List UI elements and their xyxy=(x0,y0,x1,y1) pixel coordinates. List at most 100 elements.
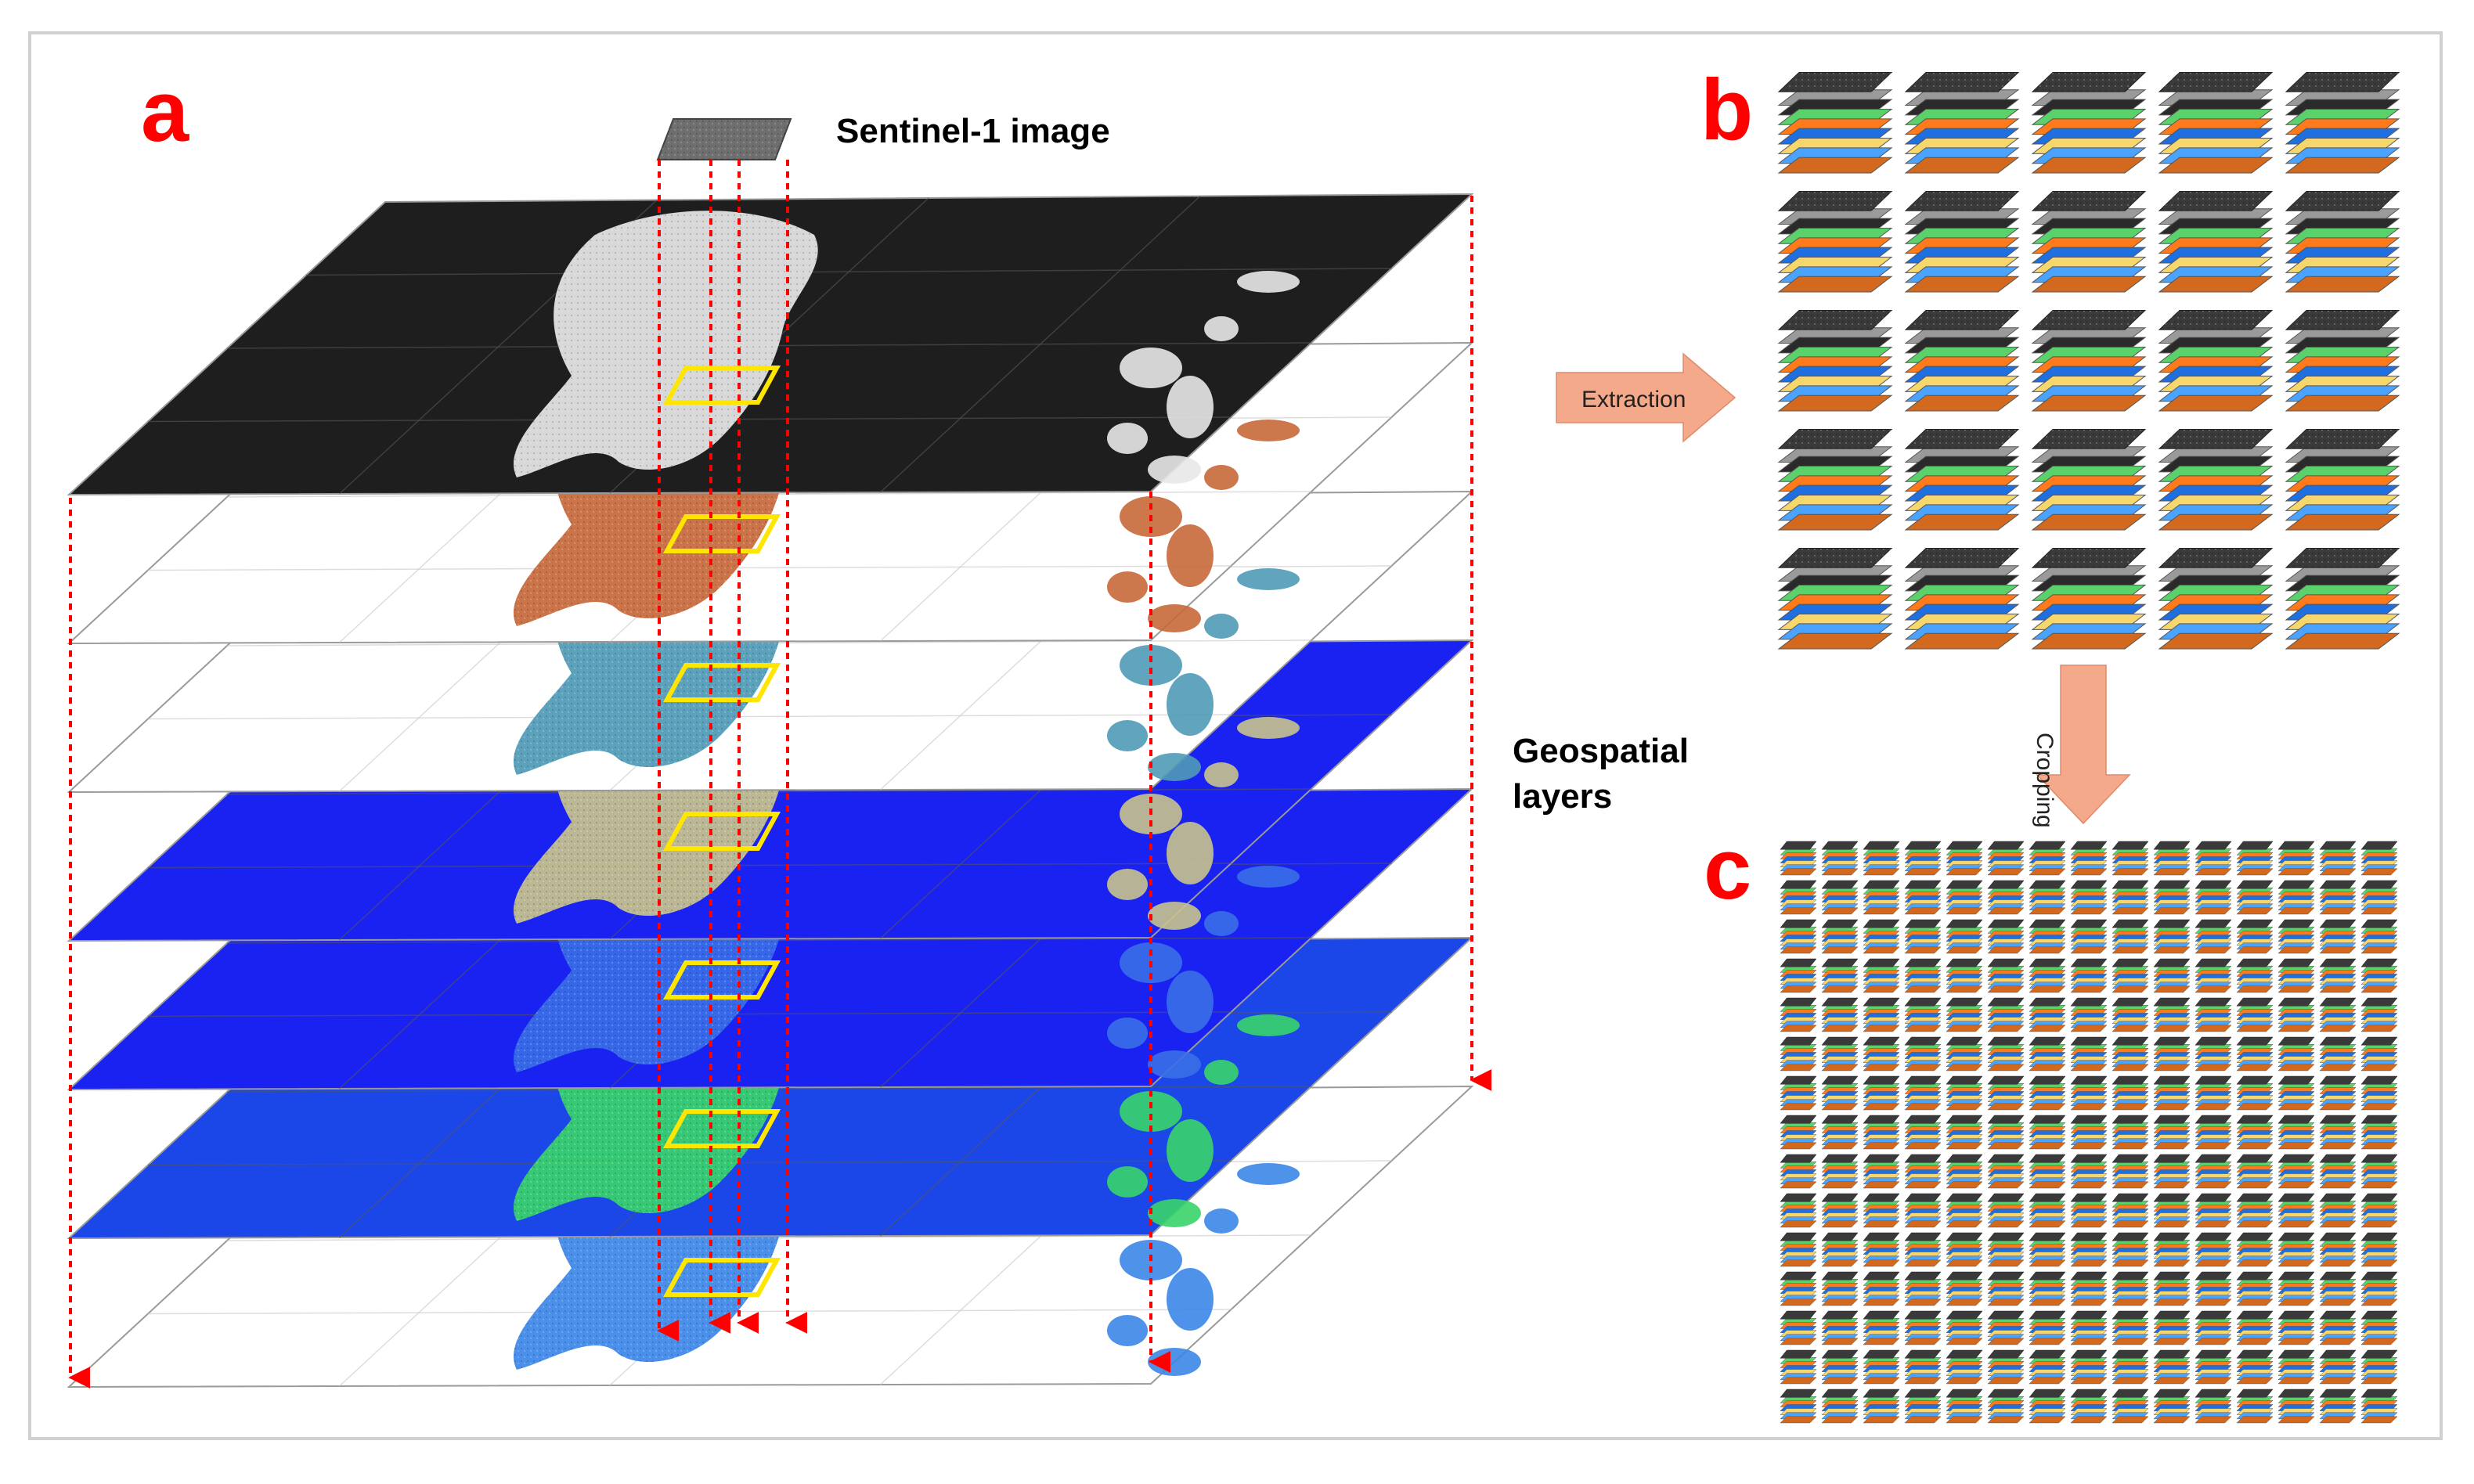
patch-stack xyxy=(1904,1389,1942,1424)
sentinel-image-chip xyxy=(656,118,792,160)
patch-stack xyxy=(2319,1389,2357,1424)
patch-stack xyxy=(1904,1036,1942,1072)
patch-stack xyxy=(2319,1036,2357,1072)
patch-stack xyxy=(2031,428,2147,531)
patch-stack xyxy=(2029,1036,2066,1072)
patch-stack xyxy=(1946,1349,1983,1385)
patch-stack xyxy=(2236,1389,2274,1424)
patch-stack xyxy=(2112,1193,2149,1228)
patch-stack xyxy=(2195,841,2232,876)
sample-window-box xyxy=(662,812,781,851)
patch-stack xyxy=(1863,841,1900,876)
patch-stack xyxy=(2153,841,2191,876)
patch-stack xyxy=(1821,1389,1859,1424)
patch-stack xyxy=(1821,1115,1859,1150)
patch-stack xyxy=(2195,1271,2232,1306)
patch-stack xyxy=(2070,1075,2108,1111)
projection-guides xyxy=(68,160,1492,1389)
patch-stack xyxy=(2112,841,2149,876)
patch-stack xyxy=(1987,1115,2025,1150)
patch-stack xyxy=(1904,1115,1942,1150)
patch-stack xyxy=(2360,997,2398,1032)
patch-stack xyxy=(1863,1271,1900,1306)
patch-stack xyxy=(2029,1271,2066,1306)
patch-stack xyxy=(2153,1193,2191,1228)
panel-label-a: a xyxy=(141,63,189,160)
patch-stack xyxy=(2153,1075,2191,1111)
panel-b-stack-grid xyxy=(1777,71,2400,650)
patch-stack xyxy=(1904,919,1942,954)
patch-stack xyxy=(2153,880,2191,915)
patch-stack xyxy=(2195,1036,2232,1072)
patch-stack xyxy=(2236,1115,2274,1150)
patch-stack xyxy=(1780,1154,1817,1189)
patch-stack xyxy=(2277,919,2315,954)
patch-stack xyxy=(1904,997,1942,1032)
patch-stack xyxy=(2031,71,2147,174)
patch-stack xyxy=(2158,190,2274,293)
patch-stack xyxy=(1821,841,1859,876)
patch-stack xyxy=(2236,1349,2274,1385)
geospatial-layer-stack xyxy=(67,118,1474,1389)
patch-stack xyxy=(2277,1232,2315,1267)
patch-stack xyxy=(2360,1115,2398,1150)
sample-window-box xyxy=(662,663,781,702)
patch-stack xyxy=(2070,919,2108,954)
patch-stack xyxy=(1904,958,1942,993)
extraction-arrow xyxy=(1556,352,1736,443)
patch-stack xyxy=(1987,1193,2025,1228)
patch-stack xyxy=(1946,1075,1983,1111)
patch-stack xyxy=(2070,1349,2108,1385)
patch-stack xyxy=(1863,1036,1900,1072)
patch-stack xyxy=(2070,1154,2108,1189)
patch-stack xyxy=(2112,958,2149,993)
patch-stack xyxy=(2112,1115,2149,1150)
patch-stack xyxy=(1821,880,1859,915)
patch-stack xyxy=(2277,880,2315,915)
patch-stack xyxy=(1987,880,2025,915)
patch-stack xyxy=(2285,71,2400,174)
patch-stack xyxy=(2285,428,2400,531)
patch-stack xyxy=(1863,880,1900,915)
patch-stack xyxy=(1987,1271,2025,1306)
patch-stack xyxy=(1863,1154,1900,1189)
cropping-arrow xyxy=(2036,665,2131,825)
patch-stack xyxy=(1780,1075,1817,1111)
patch-stack xyxy=(1821,1075,1859,1111)
patch-stack xyxy=(2112,1232,2149,1267)
patch-stack xyxy=(2236,997,2274,1032)
patch-stack xyxy=(1904,880,1942,915)
patch-stack xyxy=(1777,71,1893,174)
patch-stack xyxy=(2153,919,2191,954)
patch-stack xyxy=(2319,1232,2357,1267)
patch-stack xyxy=(1904,1154,1942,1189)
patch-stack xyxy=(2236,919,2274,954)
patch-stack xyxy=(2029,1193,2066,1228)
patch-stack xyxy=(2153,1036,2191,1072)
patch-stack xyxy=(2195,958,2232,993)
patch-stack xyxy=(1821,1310,1859,1345)
patch-stack xyxy=(2277,841,2315,876)
patch-stack xyxy=(2236,1036,2274,1072)
patch-stack xyxy=(2277,958,2315,993)
patch-stack xyxy=(1904,71,2020,174)
patch-stack xyxy=(2029,919,2066,954)
patch-stack xyxy=(2112,1036,2149,1072)
patch-stack xyxy=(2277,1271,2315,1306)
patch-stack xyxy=(1904,190,2020,293)
patch-stack xyxy=(1946,1193,1983,1228)
patch-stack xyxy=(2236,1232,2274,1267)
patch-stack xyxy=(1863,1075,1900,1111)
patch-stack xyxy=(2070,1310,2108,1345)
patch-stack xyxy=(2070,1271,2108,1306)
patch-stack xyxy=(1987,958,2025,993)
patch-stack xyxy=(1904,1349,1942,1385)
geospatial-layers-label-line2: layers xyxy=(1513,777,1613,816)
patch-stack xyxy=(2236,1075,2274,1111)
patch-stack xyxy=(1780,997,1817,1032)
patch-stack xyxy=(1863,1232,1900,1267)
patch-stack xyxy=(2236,841,2274,876)
patch-stack xyxy=(2195,1154,2232,1189)
patch-stack xyxy=(1863,919,1900,954)
